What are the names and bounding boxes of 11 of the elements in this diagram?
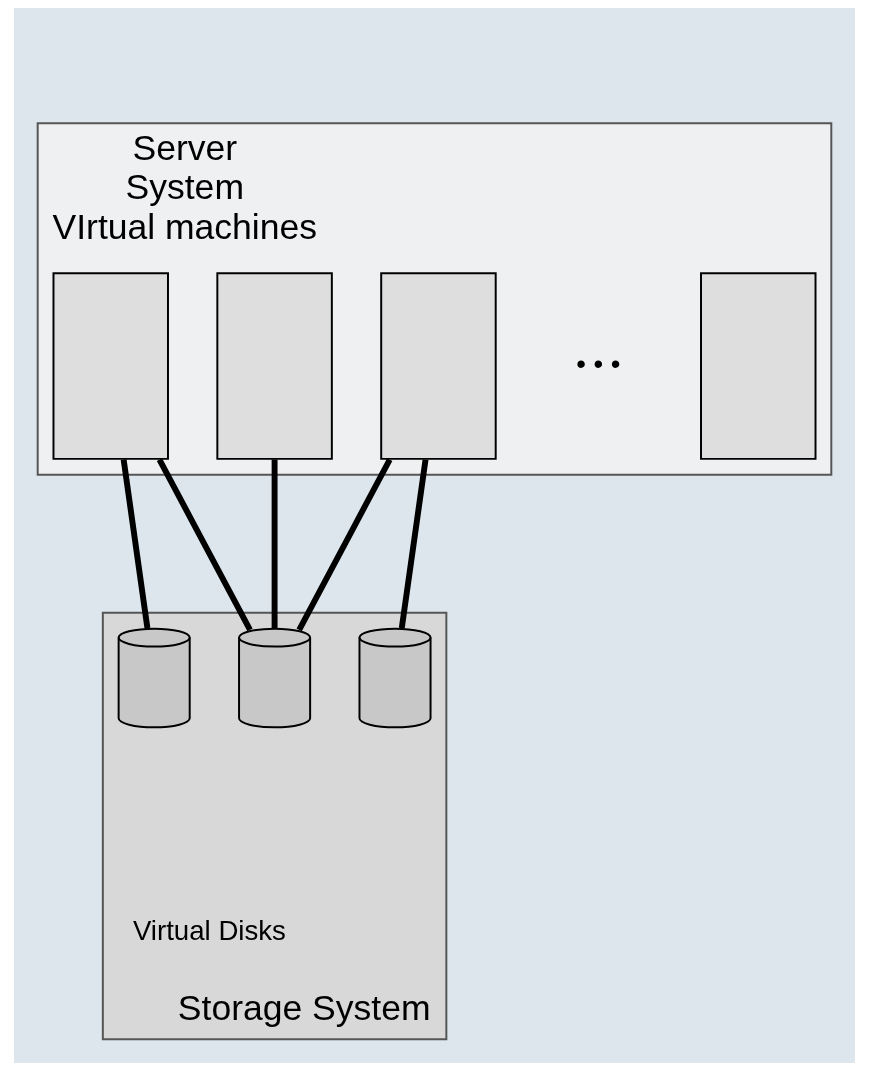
label: Virtual Disks (132, 914, 286, 946)
node-box (380, 272, 497, 460)
node-box (700, 272, 817, 460)
connector (120, 459, 151, 629)
node-box (216, 272, 333, 460)
connector (296, 458, 393, 632)
connector (271, 459, 278, 629)
connector (156, 458, 253, 632)
label: • • • (576, 348, 621, 380)
connector (398, 459, 429, 629)
node-box (52, 272, 169, 460)
